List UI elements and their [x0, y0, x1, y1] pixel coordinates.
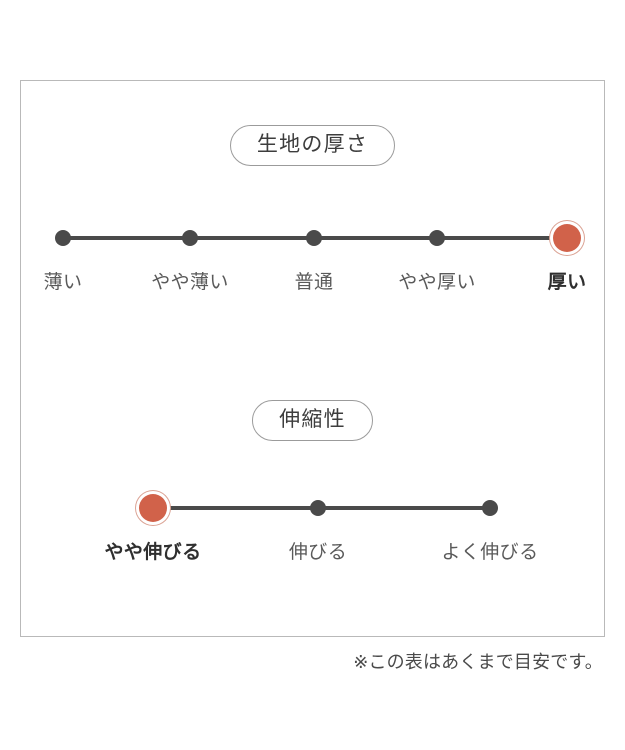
stretch-tick-labels: やや伸びる 伸びる よく伸びる — [0, 542, 625, 572]
thickness-label-0: 薄い — [43, 272, 83, 293]
thickness-dot-0[interactable] — [55, 230, 71, 246]
thickness-heading-pill: 生地の厚さ — [229, 125, 396, 167]
stretch-dot-0-selected[interactable] — [139, 494, 167, 522]
stretch-dot-1[interactable] — [310, 500, 326, 516]
thickness-tick-labels: 薄い やや薄い 普通 やや厚い 厚い — [0, 272, 625, 302]
thickness-scale — [0, 218, 625, 258]
spec-table-frame — [20, 80, 605, 637]
thickness-heading-row: 生地の厚さ — [0, 125, 625, 167]
stretch-dot-2[interactable] — [482, 500, 498, 516]
stretch-heading-pill: 伸縮性 — [252, 400, 373, 442]
stretch-label-0: やや伸びる — [104, 542, 202, 563]
thickness-label-4: 厚い — [547, 272, 587, 293]
thickness-dot-1[interactable] — [182, 230, 198, 246]
stretch-scale — [0, 488, 625, 528]
thickness-label-2: 普通 — [294, 272, 334, 293]
thickness-dot-3[interactable] — [429, 230, 445, 246]
thickness-label-3: やや厚い — [398, 272, 476, 293]
footnote-text: ※この表はあくまで目安です。 — [353, 652, 603, 672]
thickness-dot-4-selected[interactable] — [553, 224, 581, 252]
thickness-dot-2[interactable] — [306, 230, 322, 246]
stretch-label-1: 伸びる — [288, 542, 348, 563]
thickness-label-1: やや薄い — [151, 272, 229, 293]
stretch-heading-row: 伸縮性 — [0, 400, 625, 442]
stretch-label-2: よく伸びる — [441, 542, 539, 563]
